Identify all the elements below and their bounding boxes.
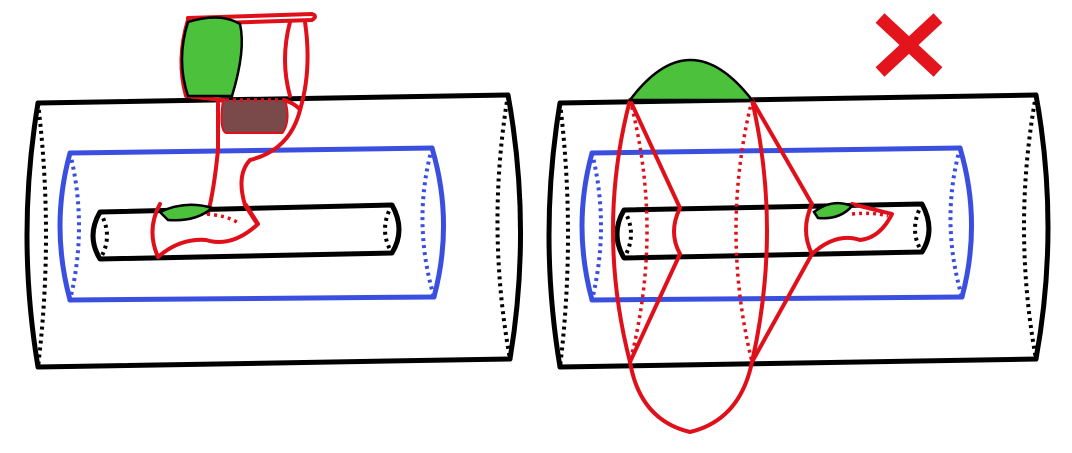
- x-cross-icon: [875, 13, 943, 77]
- inner-tube-right: [614, 201, 932, 261]
- shaded-disk-left: [222, 100, 287, 132]
- middle-cylinder-left: [57, 145, 447, 303]
- green-cap-tube-left: [157, 203, 215, 222]
- middle-cylinder-right: [579, 145, 975, 303]
- green-cap-top-right: [627, 58, 755, 102]
- green-cap-tube-right: [812, 201, 855, 220]
- green-cap-top-left: [180, 16, 244, 98]
- right-panel: [546, 58, 1051, 434]
- red-surface-right: [611, 98, 894, 434]
- red-surface-left: [150, 12, 317, 259]
- outer-cylinder-left: [24, 92, 524, 370]
- left-panel: [24, 12, 524, 370]
- outer-cylinder-right: [546, 92, 1051, 370]
